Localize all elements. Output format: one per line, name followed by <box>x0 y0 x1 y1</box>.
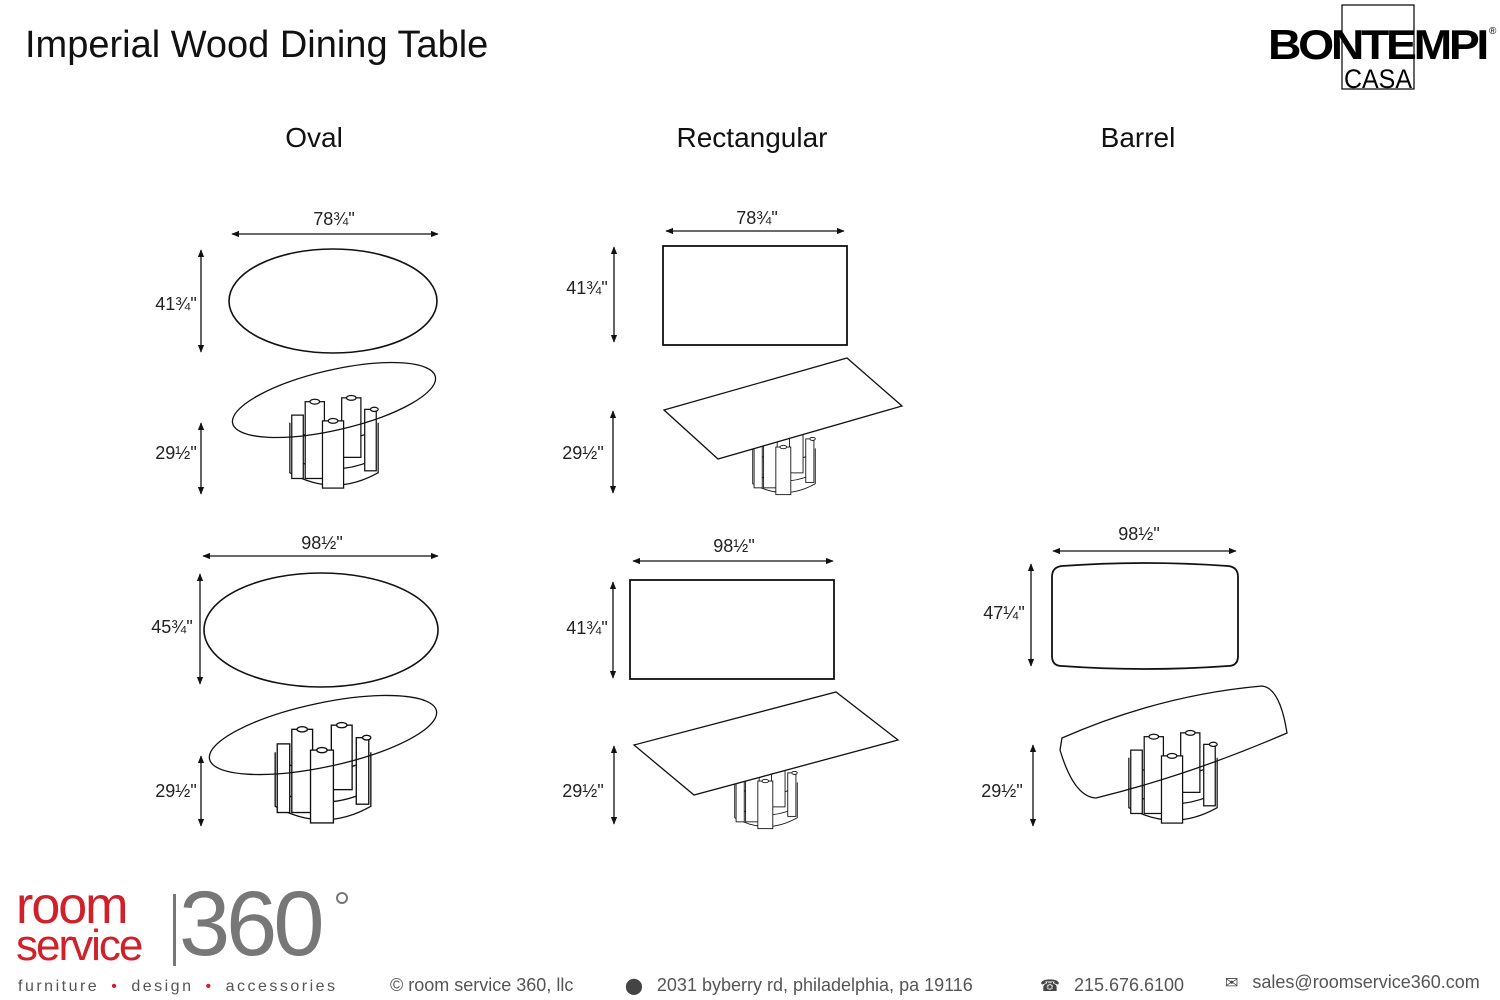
rect-large-height: 29½" <box>562 781 603 801</box>
rectangular-small-drawing <box>609 227 904 496</box>
svg-text:CASA: CASA <box>1344 64 1412 92</box>
tagline-dot: • <box>205 978 214 995</box>
oval-large-width: 98½" <box>301 533 342 553</box>
column-title-oval: Oval <box>285 122 343 153</box>
logo-room: room <box>16 877 128 935</box>
column-title-rectangular: Rectangular <box>676 122 828 153</box>
rect-small-width: 78¾" <box>736 208 777 228</box>
page-title: Imperial Wood Dining Table <box>25 24 489 66</box>
email: ✉ sales@roomservice360.com <box>1225 972 1480 993</box>
logo-360: 360 <box>179 873 324 975</box>
address-text: 2031 byberry rd, philadelphia, pa 19116 <box>656 975 973 995</box>
barrel-drawing <box>1027 547 1288 827</box>
rect-large-width: 98½" <box>713 536 754 556</box>
address: ⬤ 2031 byberry rd, philadelphia, pa 19116 <box>625 975 973 996</box>
oval-small-width: 78¾" <box>313 209 354 229</box>
oval-large-drawing <box>196 552 439 827</box>
oval-large-height: 29½" <box>155 781 196 801</box>
logo-service: service <box>16 921 143 970</box>
phone-icon: ☎ <box>1040 978 1060 995</box>
copyright: © room service 360, llc <box>390 975 574 995</box>
rect-large-depth: 41¾" <box>566 618 607 638</box>
map-pin-icon: ⬤ <box>625 978 643 995</box>
bontempi-casa-logo: BONTEMPI ® CASA <box>1268 4 1497 92</box>
oval-small-height: 29½" <box>155 443 196 463</box>
rect-small-depth: 41¾" <box>566 278 607 298</box>
barrel-depth: 47¼" <box>983 603 1024 623</box>
logo-degree <box>336 892 348 904</box>
phone: ☎ 215.676.6100 <box>1040 975 1184 996</box>
rect-small-height: 29½" <box>562 443 603 463</box>
column-title-barrel: Barrel <box>1100 122 1176 153</box>
envelope-icon: ✉ <box>1225 975 1239 992</box>
technical-drawings: 78¾" 41¾" 29½" 98½" 45¾" 29½" 78¾" 41¾" … <box>151 208 1288 830</box>
phone-text[interactable]: 215.676.6100 <box>1073 975 1185 995</box>
barrel-width: 98½" <box>1118 524 1159 544</box>
tagline: furniture • design • accessories <box>18 978 338 996</box>
tagline-furniture: furniture <box>18 978 100 995</box>
tagline-design: design <box>131 978 194 995</box>
rectangular-large-drawing <box>609 557 900 830</box>
oval-large-depth: 45¾" <box>151 617 192 637</box>
svg-text:®: ® <box>1489 26 1497 37</box>
tagline-dot: • <box>111 978 120 995</box>
logo-divider <box>173 894 176 966</box>
barrel-height: 29½" <box>981 781 1022 801</box>
svg-text:BONTEMPI: BONTEMPI <box>1268 21 1486 68</box>
tagline-accessories: accessories <box>225 978 338 995</box>
email-link[interactable]: sales@roomservice360.com <box>1252 972 1480 992</box>
oval-small-drawing <box>197 230 439 495</box>
oval-small-depth: 41¾" <box>155 294 196 314</box>
